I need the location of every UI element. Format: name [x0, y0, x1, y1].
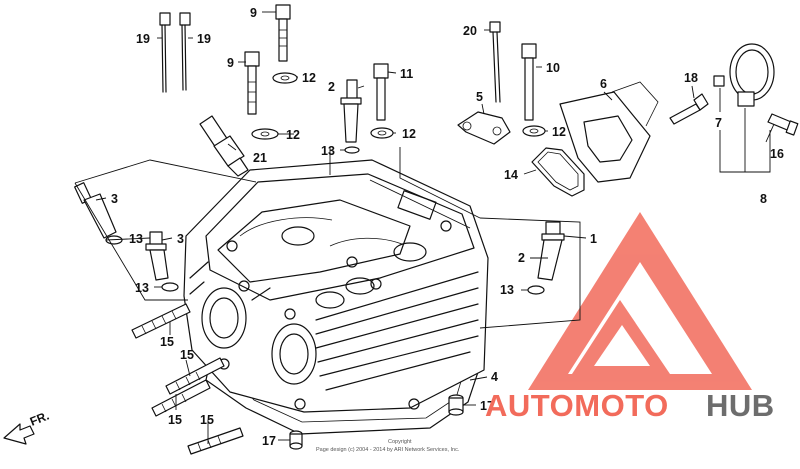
nut-7	[713, 75, 725, 87]
washer-12-a	[272, 72, 298, 84]
bolt-16	[767, 113, 799, 136]
exhaust-port-right	[271, 323, 317, 385]
callout-12-a: 12	[302, 71, 316, 85]
callout-12-b: 12	[286, 128, 300, 142]
callout-19-left: 19	[136, 32, 150, 46]
callout-15-d: 15	[200, 413, 214, 427]
callout-8: 8	[760, 192, 767, 206]
callout-15-b: 15	[180, 348, 194, 362]
watermark-triangle-inner-cut	[594, 325, 650, 366]
spark-plug-21	[199, 115, 249, 177]
callout-7: 7	[715, 116, 722, 130]
callout-20: 20	[463, 24, 477, 38]
callouts: 19 19 9 9 20 10 12 2 11 5 6 18 7 12 12 1…	[111, 6, 784, 448]
stud-15-a	[131, 303, 191, 339]
callout-21: 21	[253, 151, 267, 165]
insulator-6	[559, 91, 651, 183]
callout-14: 14	[504, 168, 518, 182]
callout-12-c: 12	[402, 127, 416, 141]
callout-2-right: 2	[518, 251, 525, 265]
callout-16: 16	[770, 147, 784, 161]
copyright-line-2: Page design (c) 2004 - 2014 by ARI Netwo…	[316, 447, 460, 453]
reference-lines	[74, 147, 581, 329]
callout-13-top: 13	[321, 144, 335, 158]
callout-5: 5	[476, 90, 483, 104]
bracket-5	[457, 111, 511, 145]
front-marker-label: FR.	[28, 409, 51, 429]
watermark-logo	[528, 212, 752, 390]
seal-13-right	[527, 285, 545, 295]
callout-15-a: 15	[160, 335, 174, 349]
bolt-19-right	[179, 12, 191, 91]
front-direction-marker: FR.	[3, 409, 51, 445]
stud-15-c	[151, 379, 211, 417]
bolt-19-left	[159, 12, 171, 93]
copyright-line-1: Copyright	[388, 439, 412, 445]
valve-guide-2-right	[537, 221, 565, 281]
bolt-18	[669, 93, 709, 125]
washer-12-b	[251, 128, 279, 140]
callout-4: 4	[491, 370, 498, 384]
callout-3-upper: 3	[111, 192, 118, 206]
valve-guide-3-upper	[74, 182, 117, 239]
callout-15-c: 15	[168, 413, 182, 427]
stud-15-b	[165, 357, 225, 395]
seal-13-left-lower	[161, 282, 179, 292]
dowel-17-bottom	[289, 430, 303, 450]
callout-6: 6	[600, 77, 607, 91]
bolt-11	[373, 63, 389, 121]
callout-11: 11	[400, 67, 413, 81]
stud-15-d	[187, 427, 244, 455]
gasket-14	[531, 147, 585, 197]
bolt-9-mid	[244, 51, 260, 115]
front-arrow-icon	[3, 423, 35, 445]
callout-13-left-lower: 13	[135, 281, 149, 295]
callout-1: 1	[590, 232, 597, 246]
callout-3-lower: 3	[177, 232, 184, 246]
callout-18: 18	[684, 71, 698, 85]
callout-10: 10	[546, 61, 560, 75]
bolt-20	[489, 21, 501, 103]
callout-17-right: 17	[480, 399, 494, 413]
dowel-17-right	[448, 394, 464, 416]
valve-guide-3-lower	[145, 231, 169, 281]
washer-12-c	[370, 127, 394, 139]
watermark-text-primary: AUTOMOTO	[485, 388, 669, 423]
seal-13-top	[344, 146, 360, 154]
washer-12-d	[522, 125, 546, 137]
cylinder-head	[183, 159, 489, 435]
callout-9-mid: 9	[227, 56, 234, 70]
callout-13-left-upper: 13	[129, 232, 143, 246]
exhaust-port-left	[201, 287, 247, 349]
watermark-wordmark: AUTOMOTO HUB	[485, 388, 775, 423]
leader-lines	[95, 11, 775, 444]
clamp-band	[729, 43, 775, 107]
callout-17-bottom: 17	[262, 434, 276, 448]
callout-13-right: 13	[500, 283, 514, 297]
callout-12-d: 12	[552, 125, 566, 139]
callout-9-top: 9	[250, 6, 257, 20]
bolt-10	[521, 43, 537, 121]
watermark-text-secondary: HUB	[706, 388, 775, 423]
callout-19-right: 19	[197, 32, 211, 46]
bolt-9-top	[275, 4, 291, 62]
callout-2-top: 2	[328, 80, 335, 94]
valve-guide-2-top	[340, 79, 362, 143]
